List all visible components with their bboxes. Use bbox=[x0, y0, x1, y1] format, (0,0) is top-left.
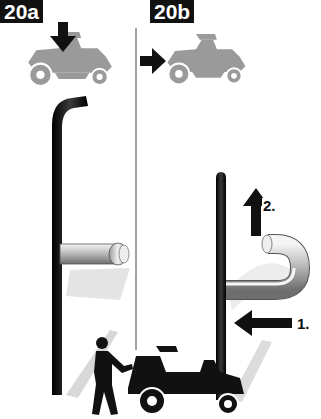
tractor-icon bbox=[168, 34, 246, 84]
figure-number: 20b bbox=[150, 0, 194, 23]
step-number: 2. bbox=[262, 198, 277, 213]
rod-end bbox=[119, 245, 129, 263]
lever-bar bbox=[216, 172, 226, 400]
divider bbox=[136, 28, 137, 350]
push-arrow bbox=[234, 310, 292, 336]
figure-number: 20a bbox=[0, 0, 43, 23]
lever-rod bbox=[226, 244, 300, 290]
down-arrow bbox=[50, 22, 76, 52]
right-arrow bbox=[140, 48, 166, 74]
rod-end bbox=[262, 235, 272, 253]
step-number: 1. bbox=[296, 316, 311, 331]
person-pushing-mower bbox=[92, 337, 244, 415]
